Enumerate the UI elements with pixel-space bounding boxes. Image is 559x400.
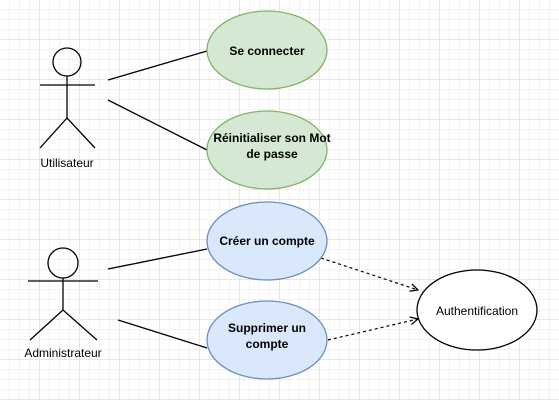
delete-ellipse	[206, 300, 328, 380]
association-admin-create	[107, 248, 208, 270]
auth-ellipse	[416, 269, 538, 351]
delete-label: Supprimer un compte	[228, 321, 306, 351]
use-case-reset-password[interactable]: Réinitialiser son Mot de passe	[206, 110, 331, 190]
actor-user-label: Utilisateur	[40, 156, 93, 170]
delete-label-line: Supprimer un	[228, 321, 306, 335]
actor-admin-right-leg	[62, 309, 98, 341]
actor-admin-head	[47, 247, 79, 279]
login-label-line: Se connecter	[229, 44, 305, 58]
association-admin-delete	[117, 319, 208, 349]
auth-label-line: Authentification	[436, 304, 518, 318]
reset-label-line: de passe	[246, 147, 298, 161]
use-case-authentication[interactable]: Authentification	[416, 269, 538, 351]
association-user-reset	[107, 99, 208, 151]
auth-label: Authentification	[436, 304, 518, 318]
create-ellipse	[206, 201, 328, 281]
actor-admin-label: Administrateur	[24, 346, 101, 360]
association-user-login	[107, 50, 208, 81]
use-case-create-account[interactable]: Créer un compte	[206, 201, 328, 281]
reset-label-line: Réinitialiser son Mot	[213, 131, 330, 145]
actor-user-right-leg	[66, 117, 96, 149]
login-ellipse	[206, 10, 328, 90]
actor-user-left-leg	[39, 117, 68, 149]
actor-admin-left-leg	[29, 309, 64, 341]
actor-user-head	[52, 47, 82, 77]
create-label-line: Créer un compte	[219, 234, 315, 248]
use-case-login[interactable]: Se connecter	[206, 10, 328, 90]
dependency-create-auth	[320, 257, 418, 290]
reset-label: Réinitialiser son Mot de passe	[213, 131, 330, 161]
actor-admin[interactable]: Administrateur	[24, 247, 102, 360]
dependency-delete-auth	[327, 319, 418, 341]
login-label: Se connecter	[229, 44, 305, 58]
actor-user[interactable]: Utilisateur	[39, 47, 96, 170]
use-case-delete-account[interactable]: Supprimer un compte	[206, 300, 328, 380]
reset-ellipse	[206, 110, 328, 190]
create-label: Créer un compte	[219, 234, 315, 248]
delete-label-line: compte	[246, 337, 289, 351]
